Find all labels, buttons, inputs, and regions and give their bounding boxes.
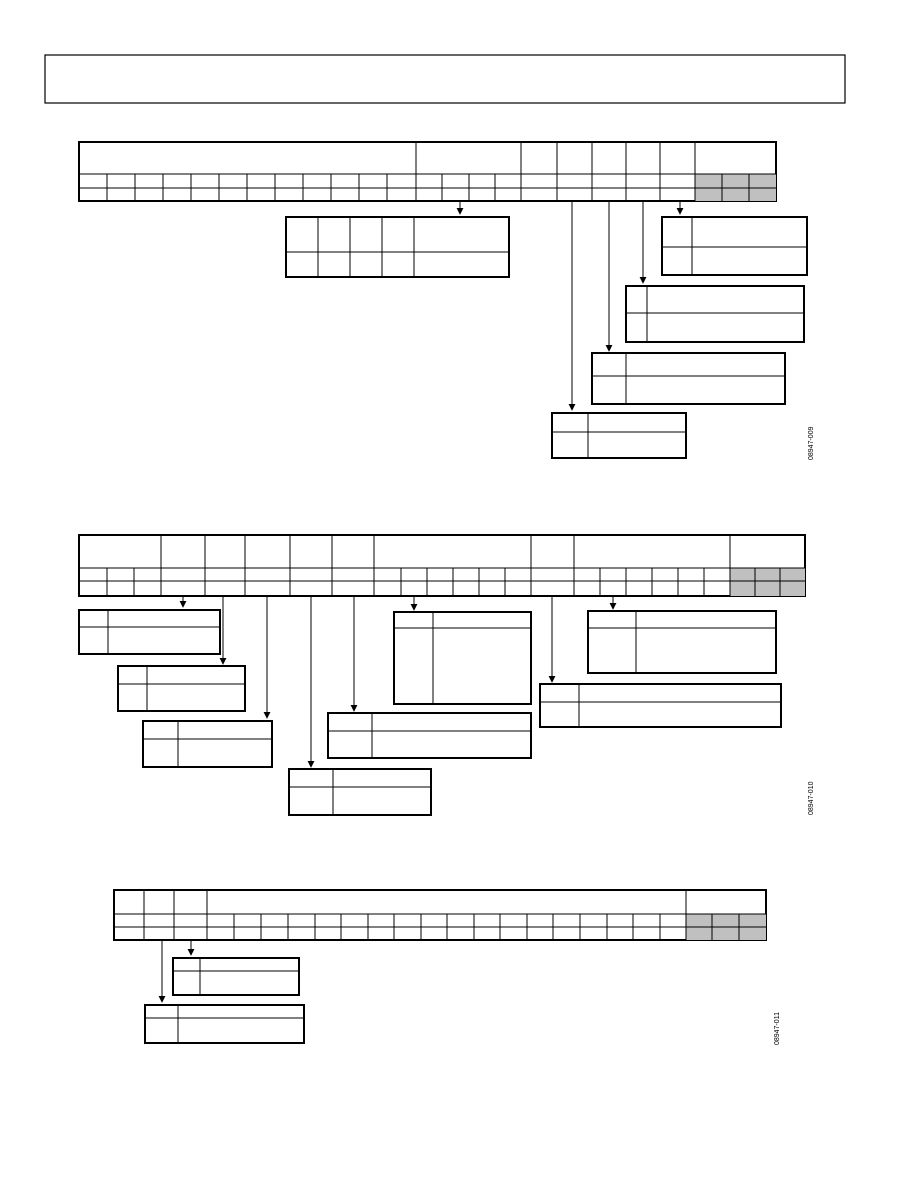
descriptor-table — [117, 665, 246, 712]
descriptor-table — [142, 720, 273, 768]
descriptor-table — [661, 216, 808, 276]
register-figure-1: 08947-009 — [78, 141, 815, 460]
connector-arrows-3 — [158, 940, 195, 1003]
page-header-box — [44, 54, 846, 104]
descriptor-table — [587, 610, 777, 674]
descriptor-table — [551, 412, 687, 459]
descriptor-table — [591, 352, 786, 405]
register-bit-map-2 — [78, 534, 806, 597]
figure-id: 08947-011 — [774, 1012, 781, 1045]
reserved-bits — [730, 568, 805, 596]
descriptor-table — [327, 712, 532, 759]
descriptor-table — [393, 611, 532, 705]
descriptor-table — [625, 285, 805, 343]
descriptor-table — [172, 957, 300, 996]
figure-id: 08947-010 — [808, 781, 815, 815]
descriptor-table — [285, 216, 510, 278]
descriptor-table — [539, 683, 782, 728]
connector-arrows-2 — [179, 596, 617, 768]
register-figure-2: 08947-010 — [78, 534, 815, 816]
descriptor-table — [78, 609, 221, 655]
descriptor-table — [288, 768, 432, 816]
figure-id: 08947-009 — [808, 426, 815, 460]
descriptor-table — [144, 1004, 305, 1044]
register-bit-map-3 — [113, 889, 767, 941]
register-bit-map-1 — [78, 141, 777, 202]
connector-arrows-1 — [456, 201, 684, 411]
register-figure-3: 08947-011 — [113, 889, 781, 1045]
